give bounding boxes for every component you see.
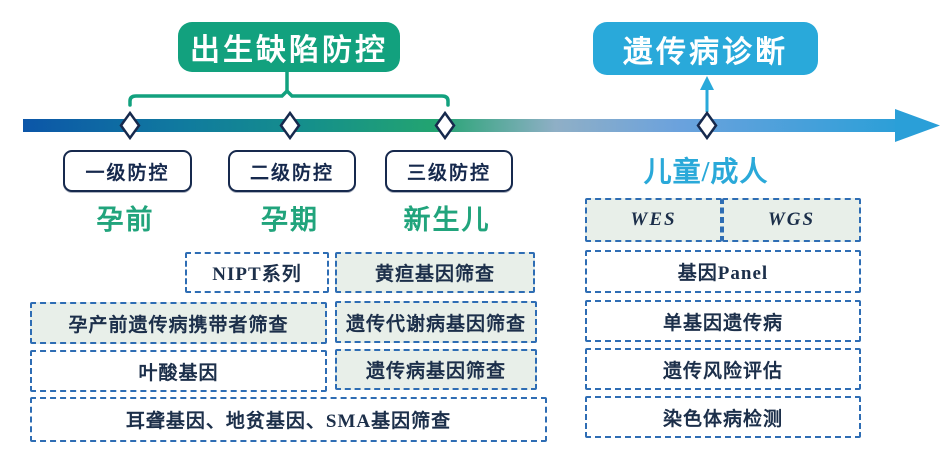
level-box-primary: 一级防控	[63, 150, 192, 192]
stage-label-pregnancy: 孕期	[261, 204, 319, 235]
timeline-diamond-4	[696, 110, 718, 141]
box-wgs: WGS	[722, 198, 861, 242]
box-folate-gene: 叶酸基因	[30, 350, 327, 392]
box-monogenic-disease: 单基因遗传病	[585, 300, 861, 342]
box-chromosome-detection: 染色体病检测	[585, 396, 861, 438]
birth-defect-prevention-header: 出生缺陷防控	[178, 22, 400, 72]
stage-label-newborn: 新生儿	[403, 204, 491, 235]
level-box-tertiary: 三级防控	[385, 150, 513, 192]
level-box-secondary: 二级防控	[228, 150, 356, 192]
timeline-diamond-2	[279, 110, 301, 141]
box-deafness-thalassemia-sma-screening: 耳聋基因、地贫基因、SMA基因筛查	[30, 397, 547, 442]
box-risk-assessment: 遗传风险评估	[585, 348, 861, 390]
genetic-diagnosis-header: 遗传病诊断	[593, 22, 818, 75]
box-genetic-disease-screening: 遗传病基因筛查	[335, 349, 537, 390]
diagnosis-connector-arrowhead-icon	[700, 76, 714, 90]
stage-label-children-adults: 儿童/成人	[643, 157, 769, 188]
timeline-bar	[23, 119, 897, 132]
box-jaundice-gene-screening: 黄疸基因筛查	[335, 252, 535, 293]
box-metabolic-gene-screening: 遗传代谢病基因筛查	[335, 301, 537, 343]
box-gene-panel: 基因Panel	[585, 250, 861, 293]
stage-label-preconception: 孕前	[96, 204, 155, 235]
box-carrier-screening: 孕产前遗传病携带者筛查	[30, 302, 327, 344]
timeline-diamond-1	[119, 110, 141, 141]
box-wes: WES	[585, 198, 722, 242]
timeline-diamond-3	[434, 110, 456, 141]
timeline-arrowhead-icon	[895, 109, 940, 142]
box-nipt-series: NIPT系列	[185, 252, 329, 293]
prevention-bracket	[128, 88, 450, 107]
